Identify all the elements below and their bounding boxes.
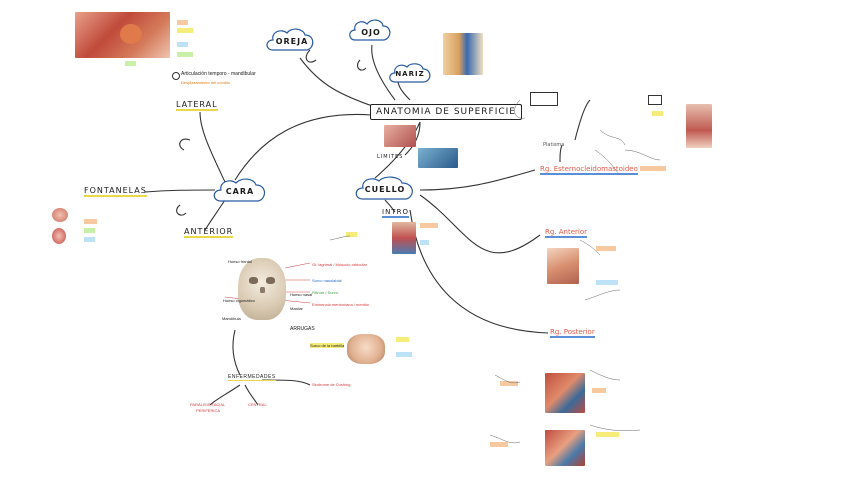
lateral-note-3: [177, 42, 189, 47]
atm-sub-label: Desplazamiento del cóndilo: [181, 80, 230, 85]
rg-anterior-image: [547, 248, 579, 284]
anterior-note-4: Eminencia mentoniana / mentón: [312, 302, 370, 307]
atm-label: Articulación temporo - mandibular: [181, 71, 256, 77]
skull-nasal-cavity: [260, 287, 265, 293]
rg-posterior-note-3: [490, 442, 508, 447]
topic-anterior: ANTERIOR: [184, 227, 234, 238]
nariz-cloud-shape: [389, 63, 431, 83]
topic-limites: LIMITES: [377, 154, 404, 160]
topic-enfermedades: ENFERMEDADES: [228, 374, 276, 381]
lateral-note-5: [125, 61, 137, 66]
limites-image-1: [384, 125, 416, 147]
cara-cloud-shape: [213, 178, 266, 202]
rg-anterior-note-2: [596, 280, 619, 285]
subclavio-box: [530, 92, 558, 106]
platisma-note: [640, 166, 666, 171]
omohioideo-box: [648, 95, 662, 105]
rg-posterior-note-1: [500, 381, 518, 386]
anterior-note-2: Surco nasolabial: [312, 278, 342, 283]
anterior-note-1: Gl. lagrimal / Músculo orbicular: [312, 262, 367, 267]
topic-oreja: OREJA: [275, 37, 309, 46]
arrugas-note-1: [396, 337, 410, 342]
intro-note-3: [420, 240, 429, 245]
oreja-cloud-shape: [266, 28, 314, 51]
arrugas-face-image: [347, 334, 385, 364]
intro-note-2: [420, 223, 438, 228]
rg-posterior-note-4: [596, 432, 620, 437]
lateral-note-2: [177, 28, 193, 33]
limites-image-2: [418, 148, 458, 168]
platisma-image: [686, 104, 712, 148]
rg-posterior-note-2: [592, 388, 607, 393]
topic-rg-anterior: Rg. Anterior: [545, 228, 588, 238]
skull-right-orbit: [266, 277, 275, 284]
rg-posterior-image-1: [545, 373, 585, 413]
face-label-nasal: Hueso nasal: [290, 292, 313, 297]
topic-intro: INTRO: [382, 208, 409, 218]
topic-arrugas: ARRUGAS: [290, 326, 315, 332]
enf-periferica: PERIFÉRICA: [196, 408, 221, 413]
lateral-note-1: [177, 20, 189, 25]
topic-cuello: CUELLO: [364, 185, 406, 194]
cuello-cloud-shape: [355, 176, 413, 200]
intro-note-1: [346, 232, 358, 237]
topic-esterno: Rg. Esternocleidomastoideo: [540, 165, 638, 175]
topic-fontanelas: FONTANELAS: [84, 186, 147, 197]
fontanela-note-1: [84, 219, 98, 224]
fontanela-note-3: [84, 237, 96, 242]
anterior-note-3: Filtrum / Surco: [312, 290, 339, 295]
fontanela-note-2: [84, 228, 96, 233]
enf-central: CENTRAL: [248, 402, 267, 407]
topic-ojo: OJO: [361, 28, 381, 37]
face-label-frontal: Hueso frontal: [228, 259, 252, 264]
topic-nariz: NARIZ: [395, 70, 425, 78]
nariz-image: [443, 33, 483, 75]
atm-bullet-icon: [172, 72, 180, 80]
rg-anterior-note-1: [596, 246, 617, 251]
fontanela-superior-image: [52, 228, 66, 244]
enf-paralisis: PARÁLISIS FACIAL: [190, 402, 226, 407]
enf-sindrome: Sindrome de Cushing: [312, 382, 351, 387]
arrugas-note-2: [396, 352, 412, 357]
lateral-note-4: [177, 52, 193, 57]
skull-left-orbit: [249, 277, 258, 284]
topic-lateral: LATERAL: [176, 100, 218, 111]
face-label-mandibula: Mandíbula: [222, 316, 241, 321]
fontanela-lateral-image: [52, 208, 68, 222]
face-label-maxilar: Maxilar: [290, 306, 303, 311]
parotid-highlight: [120, 24, 142, 44]
subclavio-note: [652, 111, 664, 116]
center-title: ANATOMIA DE SUPERFICIE: [370, 104, 522, 120]
intro-neck-image: [392, 222, 416, 254]
face-label-cigomatico: Hueso cigomático: [223, 298, 255, 303]
rg-posterior-image-2: [545, 430, 585, 466]
topic-platisma: Platisma: [543, 142, 565, 148]
topic-cara: CARA: [225, 187, 255, 196]
anterior-note-5: Surco de la barbilla: [310, 343, 345, 348]
ojo-cloud-shape: [349, 19, 391, 41]
topic-rg-posterior: Rg. Posterior: [550, 328, 595, 338]
